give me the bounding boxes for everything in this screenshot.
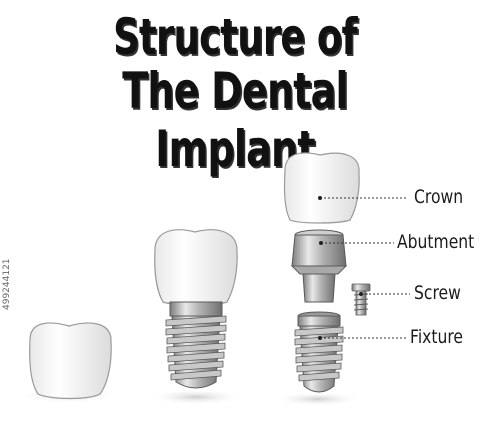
assembled-implant [148, 229, 244, 405]
leader-lines [320, 197, 410, 339]
fixture-dot [318, 336, 322, 340]
label-crown: Crown [414, 186, 464, 208]
crown-part [283, 152, 360, 224]
stock-id: 499244121 [2, 258, 12, 310]
abutment-part [290, 229, 348, 303]
exploded-implant [274, 152, 371, 406]
abutment-dot [319, 241, 323, 245]
label-screw: Screw [414, 282, 461, 304]
screw-part [351, 283, 371, 316]
fixture-part [294, 311, 344, 393]
natural-tooth [19, 322, 119, 403]
title-line-1: Structure of [113, 8, 357, 66]
label-abutment: Abutment [397, 231, 475, 253]
label-fixture: Fixture [410, 326, 464, 348]
screw-dot [359, 292, 363, 296]
crown-dot [318, 196, 322, 200]
